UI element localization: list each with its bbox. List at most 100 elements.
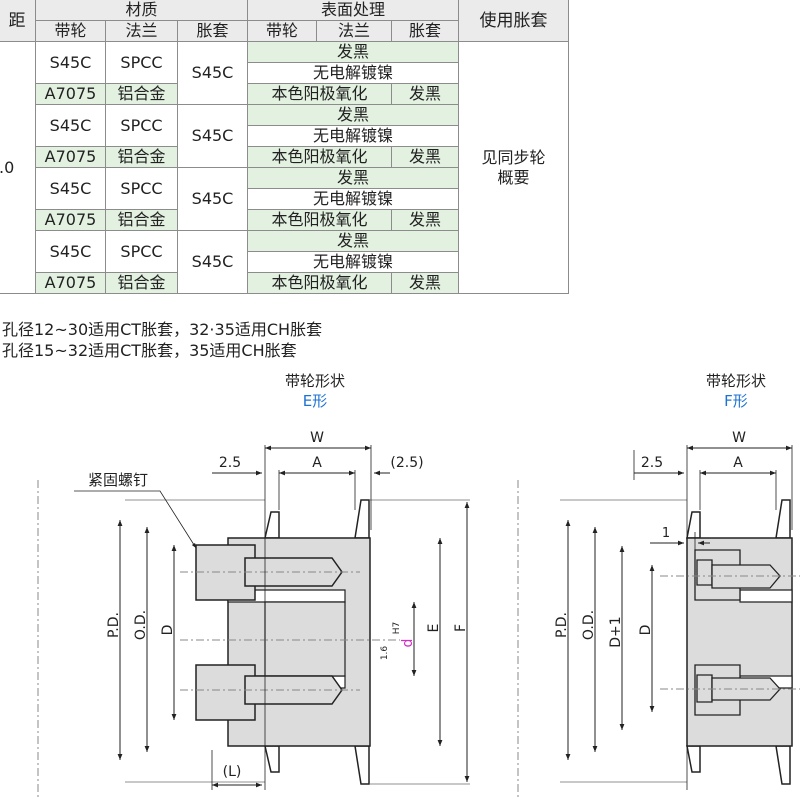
finish-al-bush-cell: 发黑 (391, 272, 459, 294)
usage-line-2: 概要 (497, 167, 530, 187)
col-pulley-header: 带轮 (35, 20, 106, 42)
finish-black-cell: 发黑 (247, 41, 459, 63)
steel-pulley-cell: S45C (35, 230, 106, 273)
finish-nickel-cell: 无电解镀镍 (247, 188, 459, 210)
drawing-e-title-block: 带轮形状 E形 (255, 371, 375, 411)
col-pulley2-header: 带轮 (247, 20, 317, 42)
col-flange2-header: 法兰 (316, 20, 392, 42)
dim-pd-label: P.D. (554, 612, 570, 638)
al-pulley-cell: A7075 (35, 83, 106, 105)
steel-pulley-cell: S45C (35, 167, 106, 210)
al-pulley-cell: A7075 (35, 209, 106, 231)
finish-anodize-cell: 本色阳极氧化 (247, 272, 392, 294)
dim-d1-label: D+1 (608, 616, 624, 647)
col-flange-header: 法兰 (105, 20, 178, 42)
table-row: 无电解镀镍 (0, 188, 569, 210)
pitch-header: 距 (0, 0, 36, 42)
dim-f-label: F (453, 624, 469, 632)
table-row: S45C SPCC S45C 发黑 (0, 104, 569, 168)
dim-right-label: (2.5) (390, 455, 423, 471)
dim-a-label: A (733, 455, 743, 471)
steel-flange-cell: SPCC (105, 230, 178, 273)
dim-od-label: O.D. (133, 610, 149, 640)
table-row: S45C SPCC S45C 发黑 (0, 230, 569, 294)
steel-flange-cell: SPCC (105, 104, 178, 147)
dim-e-label: E (426, 624, 442, 633)
al-flange-cell: 铝合金 (105, 272, 178, 294)
steel-flange-cell: SPCC (105, 167, 178, 210)
tolerance-label: H7 (392, 622, 402, 635)
col-bush-header: 胀套 (177, 20, 248, 42)
steel-flange-cell: SPCC (105, 41, 178, 84)
roughness-label: 1.6 (380, 646, 390, 661)
finish-al-bush-cell: 发黑 (391, 146, 459, 168)
dim-left-label: 2.5 (641, 455, 663, 471)
drawing-f: W A 2.5 1 P.D. O.D. D+1 D (517, 430, 800, 800)
dim-od-label: O.D. (581, 610, 597, 640)
finish-anodize-cell: 本色阳极氧化 (247, 83, 392, 105)
usage-value: 见同步轮 概要 (458, 41, 569, 294)
drawing-e-title: 带轮形状 (284, 372, 345, 390)
steel-pulley-cell: S45C (35, 104, 106, 147)
finish-anodize-cell: 本色阳极氧化 (247, 209, 392, 231)
screw-shank (244, 557, 343, 705)
drawing-e: W A 2.5 (2.5) 紧固螺钉 P.D. O.D. D d H7 1.6 … (37, 430, 470, 800)
note-line-2: 孔径15~32适用CT胀套，35适用CH胀套 (2, 341, 297, 360)
pitch-value: .0 (0, 41, 36, 294)
screw-label: 紧固螺钉 (88, 471, 148, 489)
table-row: 无电解镀镍 (0, 125, 569, 147)
finish-nickel-cell: 无电解镀镍 (247, 62, 459, 84)
dim-bore-label: d (400, 639, 416, 648)
drawing-f-title: 带轮形状 (705, 372, 766, 390)
table-row: 无电解镀镍 (0, 62, 569, 84)
dim-l-label: (L) (223, 764, 242, 780)
table-row: S45C SPCC S45C 发黑 (0, 167, 569, 231)
drawing-e-subtitle: E形 (302, 392, 328, 410)
table-header-row-1: 距 材质 表面处理 使用胀套 (0, 0, 569, 42)
dim-left-label: 2.5 (219, 455, 241, 471)
al-flange-cell: 铝合金 (105, 83, 178, 105)
finish-al-bush-cell: 发黑 (391, 83, 459, 105)
dim-d-label: D (638, 625, 654, 636)
table-header-row-2: 带轮 法兰 胀套 带轮 法兰 胀套 (0, 20, 569, 42)
table-row: .0 S45C SPCC S45C 发黑 见同步轮 概要 (0, 41, 569, 294)
material-header: 材质 (35, 0, 248, 21)
finish-black-cell: 发黑 (247, 167, 459, 189)
finish-al-bush-cell: 发黑 (391, 209, 459, 231)
dim-one-label: 1 (662, 526, 670, 541)
screw-shank (711, 564, 781, 701)
al-pulley-cell: A7075 (35, 146, 106, 168)
bush-cell: S45C (177, 104, 248, 168)
technical-drawings: W A 2.5 (2.5) 紧固螺钉 P.D. O.D. D d H7 1.6 … (37, 430, 800, 800)
bush-block (694, 549, 741, 716)
table-row: A7075 铝合金 本色阳极氧化 发黑 (0, 272, 569, 294)
dim-w-label: W (732, 430, 746, 446)
table-row: A7075 铝合金 本色阳极氧化 发黑 (0, 146, 569, 168)
bush-cell: S45C (177, 230, 248, 294)
screw-head (195, 544, 256, 721)
usage-header: 使用胀套 (458, 0, 569, 42)
col-bush2-header: 胀套 (391, 20, 459, 42)
drawing-f-subtitle: F形 (724, 392, 748, 410)
drawing-f-title-block: 带轮形状 F形 (676, 371, 796, 411)
finish-nickel-cell: 无电解镀镍 (247, 125, 459, 147)
table-row: 无电解镀镍 (0, 251, 569, 273)
surface-header: 表面处理 (247, 0, 459, 21)
al-flange-cell: 铝合金 (105, 209, 178, 231)
bush-core (264, 601, 346, 677)
finish-anodize-cell: 本色阳极氧化 (247, 146, 392, 168)
finish-black-cell: 发黑 (247, 104, 459, 126)
dim-pd-label: P.D. (106, 612, 122, 638)
dim-a-label: A (312, 455, 322, 471)
table-row: A7075 铝合金 本色阳极氧化 发黑 (0, 209, 569, 231)
dim-w-label: W (310, 430, 324, 446)
spec-table: 距 材质 表面处理 使用胀套 带轮 法兰 胀套 带轮 法兰 胀套 .0 S45C… (0, 0, 569, 294)
finish-nickel-cell: 无电解镀镍 (247, 251, 459, 273)
al-flange-cell: 铝合金 (105, 146, 178, 168)
bush-cell: S45C (177, 41, 248, 105)
bush-cell: S45C (177, 167, 248, 231)
note-line-1: 孔径12~30适用CT胀套，32·35适用CH胀套 (2, 320, 323, 339)
usage-line-1: 见同步轮 (481, 147, 546, 167)
al-pulley-cell: A7075 (35, 272, 106, 294)
finish-black-cell: 发黑 (247, 230, 459, 252)
